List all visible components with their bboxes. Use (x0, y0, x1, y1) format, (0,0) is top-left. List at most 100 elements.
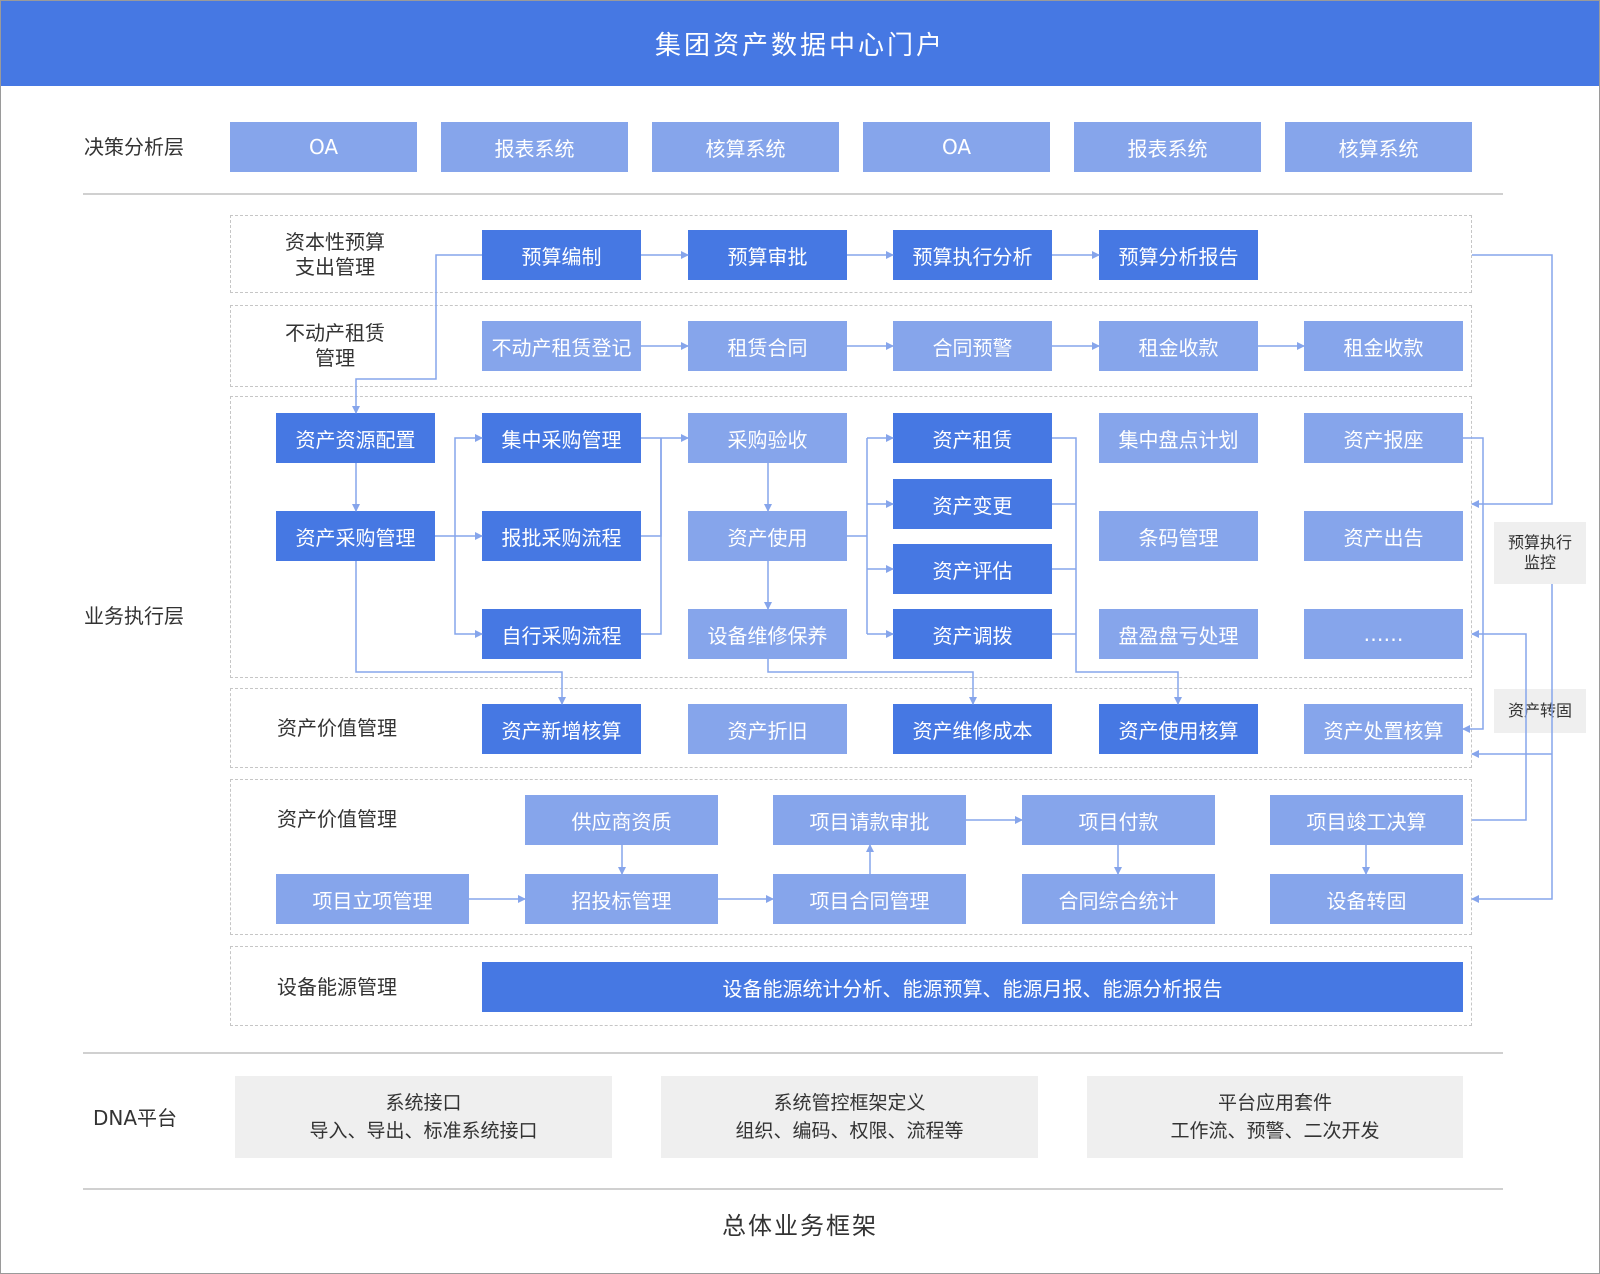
label-line: 管理 (315, 346, 355, 370)
lease-group (230, 305, 1472, 387)
asset-usage[interactable]: 资产使用 (688, 511, 847, 561)
asset-depreciation[interactable]: 资产折旧 (688, 704, 847, 754)
self-procurement-flow[interactable]: 自行采购流程 (482, 609, 641, 659)
inventory-surplus-loss[interactable]: 盘盈盘亏处理 (1099, 609, 1258, 659)
label-line: 资本性预算 (285, 230, 385, 254)
project-contract-management[interactable]: 项目合同管理 (773, 874, 966, 924)
dna-box-title: 平台应用套件 (1217, 1092, 1332, 1114)
asset-transfer[interactable]: 资产调拨 (893, 609, 1052, 659)
central-inventory-plan[interactable]: 集中盘点计划 (1099, 413, 1258, 463)
node-label: 核算系统 (705, 136, 786, 161)
node-label: 条码管理 (1138, 525, 1219, 550)
asset-sale[interactable]: 资产出告 (1304, 511, 1463, 561)
asset-procurement-management[interactable]: 资产采购管理 (276, 511, 435, 561)
node-label: 项目竣工决算 (1306, 809, 1427, 834)
energy-management-bar[interactable]: 设备能源统计分析、能源预算、能源月报、能源分析报告 (482, 962, 1463, 1012)
lease-row-label: 不动产租赁 管理 (280, 321, 390, 371)
budget-step-report[interactable]: 预算分析报告 (1099, 230, 1258, 280)
node-label: 资产折旧 (727, 718, 808, 743)
lease-step-contract[interactable]: 租赁合同 (688, 321, 847, 371)
lease-step-register[interactable]: 不动产租赁登记 (482, 321, 641, 371)
node-label: 资产使用 (727, 525, 808, 550)
decision-node-oa-2[interactable]: OA (863, 122, 1050, 172)
budget-step-approve[interactable]: 预算审批 (688, 230, 847, 280)
label-line: 不动产租赁 (285, 321, 385, 345)
node-label: 自行采购流程 (501, 623, 622, 648)
divider (83, 1188, 1503, 1190)
asset-addition-accounting[interactable]: 资产新增核算 (482, 704, 641, 754)
asset-usage-accounting[interactable]: 资产使用核算 (1099, 704, 1258, 754)
lease-step-rent-collection-2[interactable]: 租金收款 (1304, 321, 1463, 371)
lease-step-contract-alert[interactable]: 合同预警 (893, 321, 1052, 371)
decision-node-report-system-2[interactable]: 报表系统 (1074, 122, 1261, 172)
lease-step-rent-collection[interactable]: 租金收款 (1099, 321, 1258, 371)
value-row-label: 资产价值管理 (277, 716, 397, 740)
decision-node-accounting-system[interactable]: 核算系统 (652, 122, 839, 172)
asset-maintenance-cost[interactable]: 资产维修成本 (893, 704, 1052, 754)
business-layer-label: 业务执行层 (84, 604, 184, 628)
value-group (230, 688, 1472, 768)
approval-procurement-flow[interactable]: 报批采购流程 (482, 511, 641, 561)
label-line: 监控 (1523, 553, 1556, 572)
portal-title-bar: 集团资产数据中心门户 (1, 1, 1599, 86)
asset-resource-allocation[interactable]: 资产资源配置 (276, 413, 435, 463)
node-label: 核算系统 (1338, 136, 1419, 161)
label-line: 资产转固 (1507, 701, 1572, 720)
dna-box-detail: 导入、导出、标准系统接口 (309, 1120, 538, 1142)
budget-execution-monitor: 预算执行监控 (1494, 522, 1586, 584)
node-label: 报表系统 (1127, 136, 1208, 161)
node-label: 项目合同管理 (809, 888, 930, 913)
node-label: 租赁合同 (727, 335, 808, 360)
node-label: 资产新增核算 (501, 718, 622, 743)
decision-node-accounting-system-2[interactable]: 核算系统 (1285, 122, 1472, 172)
budget-step-compile[interactable]: 预算编制 (482, 230, 641, 280)
bidding-management[interactable]: 招投标管理 (525, 874, 718, 924)
barcode-management[interactable]: 条码管理 (1099, 511, 1258, 561)
supplier-qualification[interactable]: 供应商资质 (525, 795, 718, 845)
node-label: 不动产租赁登记 (491, 335, 632, 360)
dna-box-control-framework: 系统管控框架定义 组织、编码、权限、流程等 (661, 1076, 1038, 1158)
asset-change[interactable]: 资产变更 (893, 479, 1052, 529)
project-final-settlement[interactable]: 项目竣工决算 (1270, 795, 1463, 845)
label-line: 预算执行 (1507, 533, 1572, 552)
node-label: 预算执行分析 (912, 244, 1033, 269)
node-label: 采购验收 (727, 427, 808, 452)
node-label: 资产变更 (932, 493, 1013, 518)
budget-step-execution-analysis[interactable]: 预算执行分析 (893, 230, 1052, 280)
equipment-capitalization[interactable]: 设备转固 (1270, 874, 1463, 924)
asset-disposal-accounting[interactable]: 资产处置核算 (1304, 704, 1463, 754)
asset-scrap[interactable]: 资产报座 (1304, 413, 1463, 463)
divider (83, 193, 1503, 195)
node-label: 预算审批 (727, 244, 808, 269)
node-label: 集中盘点计划 (1118, 427, 1239, 452)
divider (83, 1052, 1503, 1054)
asset-lease[interactable]: 资产租赁 (893, 413, 1052, 463)
budget-group (230, 215, 1472, 293)
asset-evaluation[interactable]: 资产评估 (893, 544, 1052, 594)
decision-node-oa[interactable]: OA (230, 122, 417, 172)
node-label: 盘盈盘亏处理 (1118, 623, 1239, 648)
node-label: 设备转固 (1326, 888, 1407, 913)
node-label: 预算分析报告 (1118, 244, 1239, 269)
node-label: 项目立项管理 (312, 888, 433, 913)
node-label: 资产评估 (932, 558, 1013, 583)
diagram-caption: 总体业务框架 (722, 1212, 878, 1240)
project-row-label: 资产价值管理 (277, 807, 397, 831)
central-procurement[interactable]: 集中采购管理 (482, 413, 641, 463)
node-label: 项目请款审批 (809, 809, 930, 834)
equipment-maintenance[interactable]: 设备维修保养 (688, 609, 847, 659)
decision-node-report-system[interactable]: 报表系统 (441, 122, 628, 172)
project-payment-request[interactable]: 项目请款审批 (773, 795, 966, 845)
node-label: 报批采购流程 (501, 525, 622, 550)
project-initiation[interactable]: 项目立项管理 (276, 874, 469, 924)
contract-statistics[interactable]: 合同综合统计 (1022, 874, 1215, 924)
node-label: 招投标管理 (571, 888, 672, 913)
dna-box-app-suite: 平台应用套件 工作流、预警、二次开发 (1087, 1076, 1463, 1158)
procurement-acceptance[interactable]: 采购验收 (688, 413, 847, 463)
node-label: 租金收款 (1343, 335, 1424, 360)
node-label: 合同综合统计 (1058, 888, 1179, 913)
node-label: 供应商资质 (571, 809, 672, 834)
more-items[interactable]: …… (1304, 609, 1463, 659)
node-label: OA (941, 135, 972, 159)
project-payment[interactable]: 项目付款 (1022, 795, 1215, 845)
